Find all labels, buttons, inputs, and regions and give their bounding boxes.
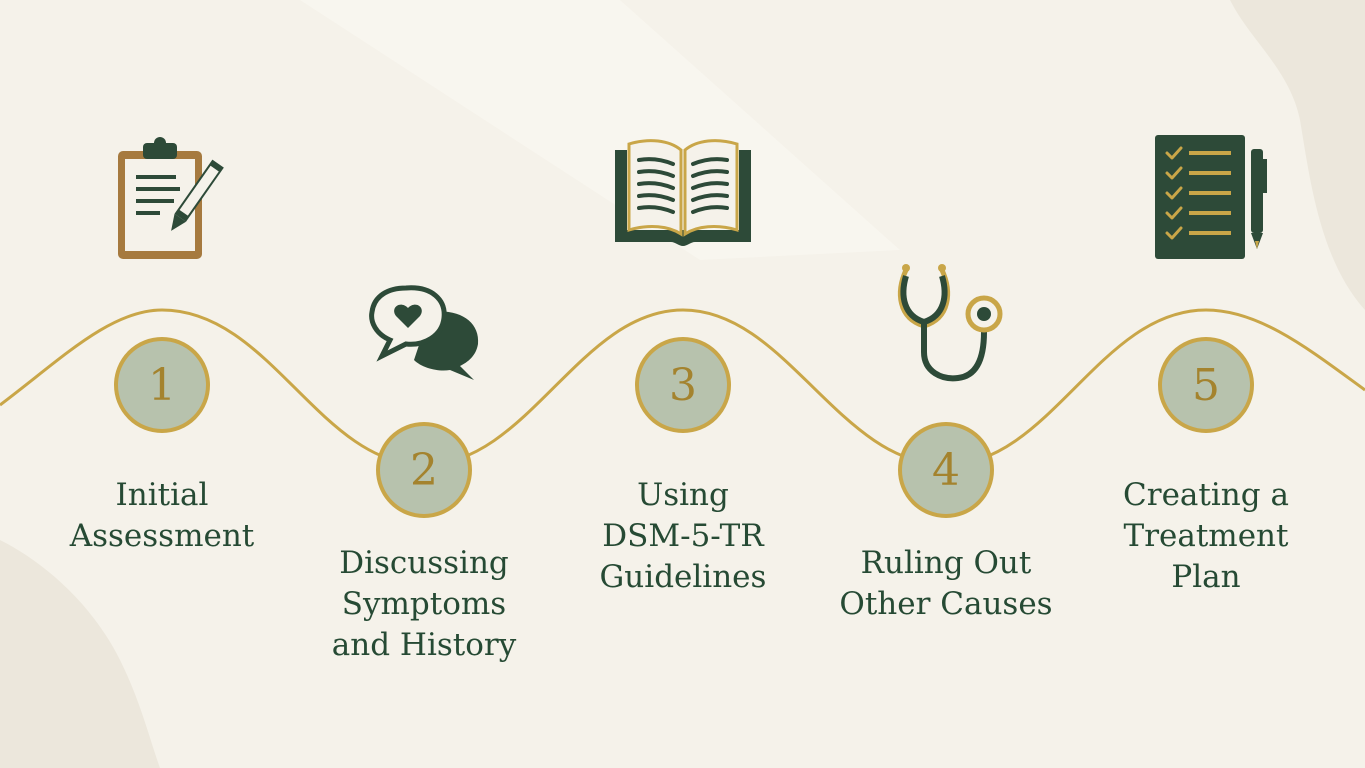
step-label-line: Assessment [69, 518, 255, 554]
stethoscope-icon [897, 264, 1003, 382]
step-label-line: Other Causes [839, 586, 1053, 622]
open-book-icon [615, 139, 751, 246]
step-label-line: Initial [115, 477, 209, 513]
step-number: 2 [410, 444, 438, 496]
checklist-pen-icon [1155, 135, 1267, 259]
step-label-line: Creating a [1123, 477, 1289, 513]
step-label: Ruling Out Other Causes [796, 543, 1096, 625]
step-label: Discussing Symptoms and History [274, 543, 574, 666]
step-number: 1 [148, 359, 176, 411]
step-number-badge: 2 [376, 422, 472, 518]
step-number: 3 [669, 359, 697, 411]
step-number: 5 [1192, 359, 1220, 411]
step-label: Using DSM-5-TR Guidelines [533, 475, 833, 598]
step-number-badge: 4 [898, 422, 994, 518]
step-label-line: Plan [1171, 559, 1241, 595]
step-number-badge: 5 [1158, 337, 1254, 433]
step-label-line: DSM-5-TR [602, 518, 764, 554]
step-label-line: Symptoms [341, 586, 507, 622]
chat-heart-icon [369, 285, 479, 380]
clipboard-pen-icon [118, 137, 224, 259]
step-label-line: Using [637, 477, 729, 513]
step-label-line: Discussing [339, 545, 509, 581]
step-label-line: Treatment [1123, 518, 1289, 554]
step-number: 4 [932, 444, 960, 496]
step-label-line: and History [331, 627, 517, 663]
step-number-badge: 3 [635, 337, 731, 433]
step-label-line: Guidelines [599, 559, 767, 595]
step-number-badge: 1 [114, 337, 210, 433]
step-label: Creating a Treatment Plan [1056, 475, 1356, 598]
step-label-line: Ruling Out [860, 545, 1032, 581]
step-label: Initial Assessment [12, 475, 312, 557]
